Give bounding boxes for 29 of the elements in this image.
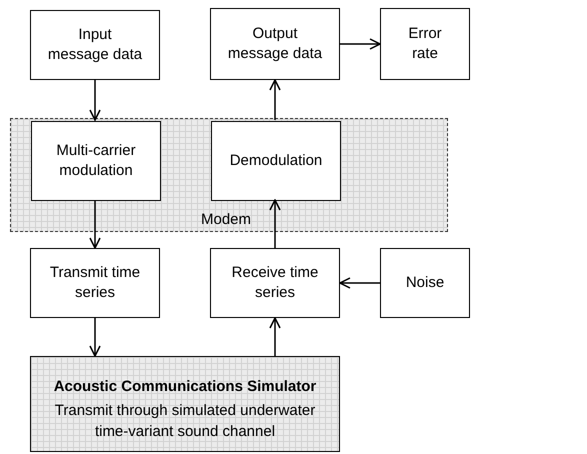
box-label: Error rate bbox=[407, 24, 443, 64]
box-label: Demodulation bbox=[230, 150, 322, 171]
modem-group-band bbox=[10, 118, 448, 232]
box-label: Transmit through simulated underwater time-variant sound channel bbox=[54, 401, 316, 442]
box-label: Multi-carrier modulation bbox=[55, 140, 137, 181]
arrow bbox=[269, 317, 281, 356]
arrow bbox=[269, 79, 281, 120]
process-box bbox=[31, 121, 161, 201]
group-label: Modem bbox=[201, 211, 252, 228]
process-box bbox=[210, 248, 340, 318]
box-heading: Acoustic Communications Simulator bbox=[54, 377, 316, 397]
process-box bbox=[30, 248, 160, 318]
arrow bbox=[89, 80, 101, 121]
arrow bbox=[89, 200, 101, 249]
process-box bbox=[210, 8, 340, 80]
box-label: Output message data bbox=[227, 24, 323, 64]
box-label: Input message data bbox=[47, 24, 143, 65]
arrow bbox=[269, 199, 281, 248]
box-label: Transmit time series bbox=[48, 262, 142, 303]
box-label: Noise bbox=[406, 272, 444, 293]
box-label: Receive time series bbox=[230, 262, 320, 303]
arrow bbox=[89, 318, 101, 357]
process-box bbox=[380, 8, 470, 80]
arrow bbox=[340, 38, 381, 50]
process-box bbox=[380, 248, 470, 318]
process-box bbox=[211, 121, 341, 201]
simulator-box bbox=[30, 356, 340, 452]
arrow bbox=[339, 277, 380, 289]
process-box bbox=[30, 10, 160, 80]
